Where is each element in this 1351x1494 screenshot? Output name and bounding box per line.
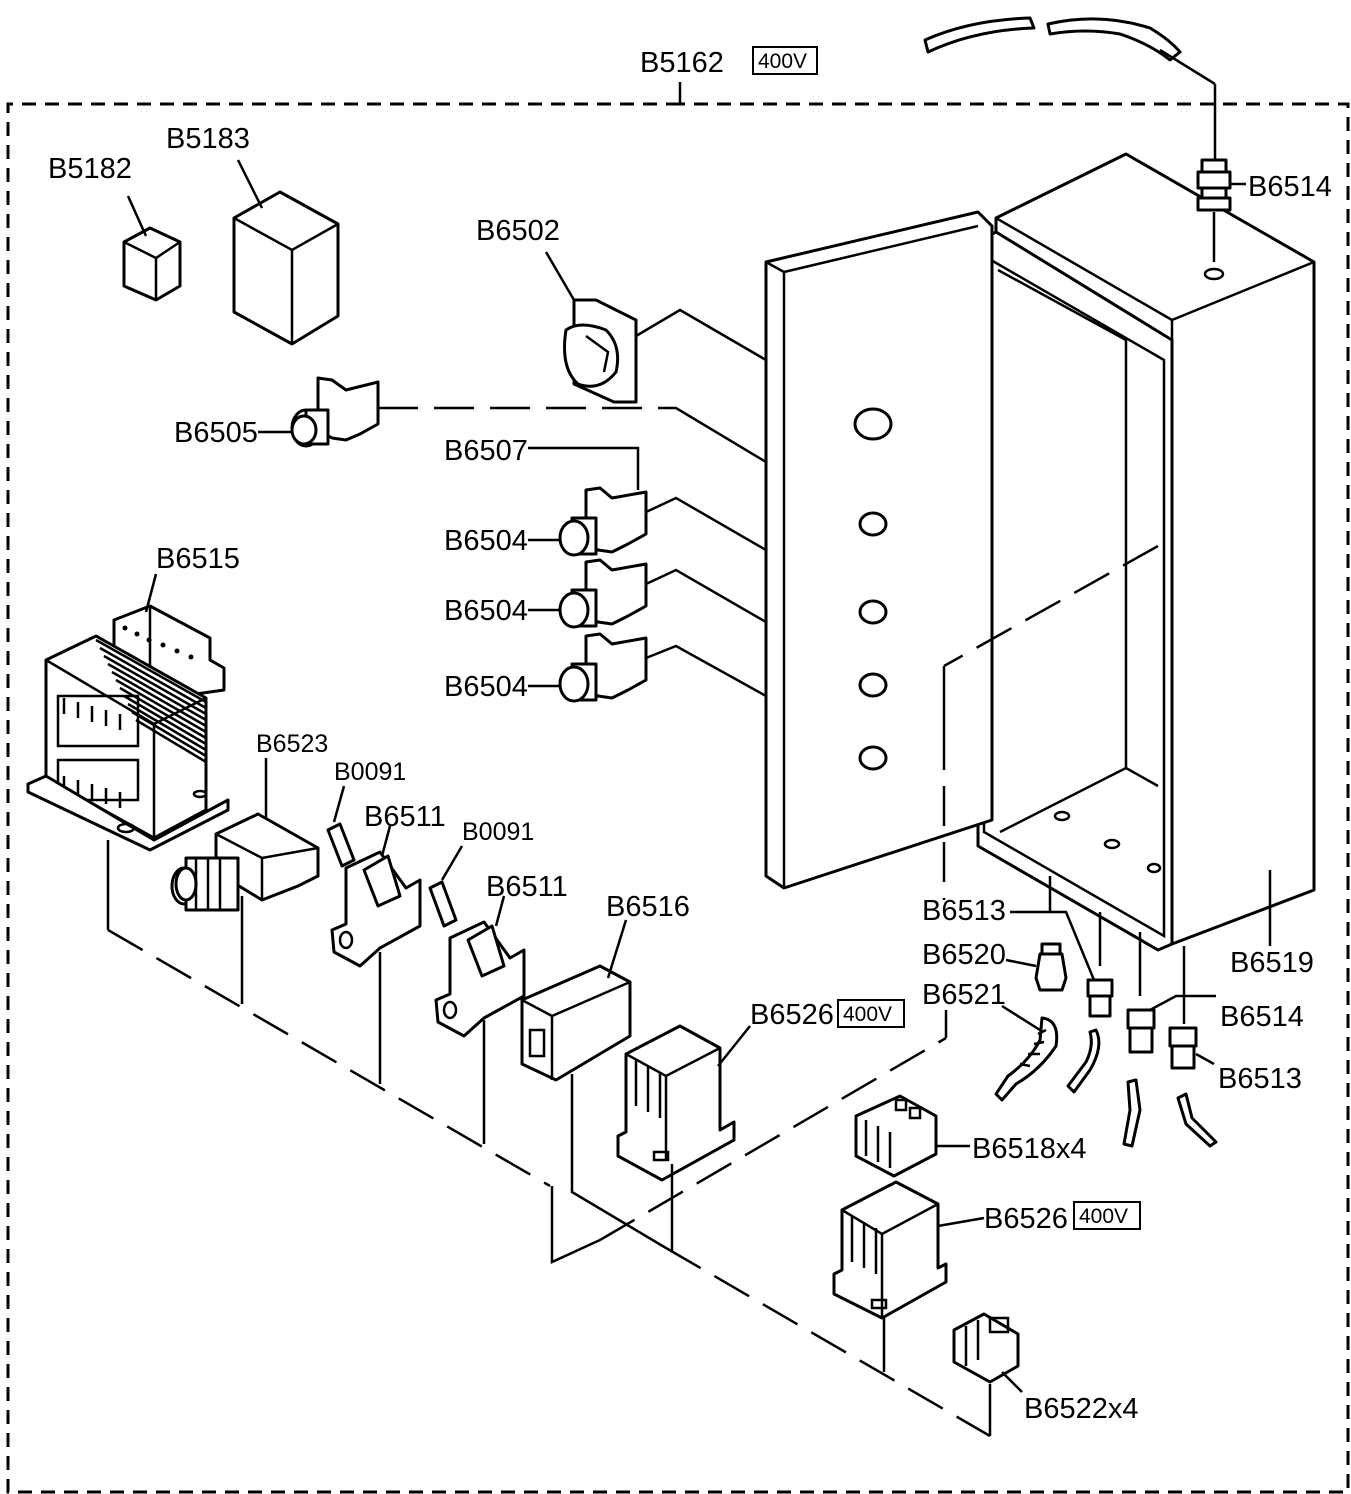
b6520-label: B6520 bbox=[922, 939, 1006, 971]
b6511b-label: B6511 bbox=[486, 871, 568, 903]
b6516-part bbox=[520, 964, 632, 1082]
b6514top-part bbox=[1196, 158, 1232, 262]
b6505-label: B6505 bbox=[174, 417, 258, 449]
b6505-part bbox=[290, 376, 380, 448]
b6507-leader bbox=[528, 446, 640, 490]
b6511a-label: B6511 bbox=[364, 801, 446, 833]
b6526b-part bbox=[832, 1180, 948, 1320]
b6526b-voltage: 400V bbox=[1079, 1205, 1128, 1228]
b6521-part bbox=[994, 1016, 1059, 1102]
b6511b-leader bbox=[494, 895, 506, 927]
b6504b-part bbox=[558, 558, 648, 629]
b6502-connector bbox=[635, 308, 767, 362]
b6504c-connector bbox=[645, 644, 767, 698]
b5183-leader bbox=[236, 159, 264, 209]
b6523-label: B6523 bbox=[256, 730, 328, 758]
b5182-part bbox=[122, 226, 182, 302]
b6520-part bbox=[1034, 942, 1068, 992]
b6519-label: B6519 bbox=[1230, 947, 1314, 979]
b6511b-part bbox=[434, 920, 526, 1038]
b6518-label: B6518x4 bbox=[972, 1133, 1087, 1165]
b6513b-leader bbox=[1195, 1052, 1215, 1066]
b6526a-voltage-box bbox=[837, 999, 905, 1028]
assembly-border bbox=[6, 102, 1350, 1494]
b6516-leader bbox=[606, 919, 628, 979]
b6518-part bbox=[854, 1094, 938, 1178]
b6504a-connector bbox=[645, 496, 767, 552]
b6515-part bbox=[26, 604, 230, 852]
b6514b-part bbox=[1122, 1008, 1156, 1148]
b5183-part bbox=[232, 190, 340, 346]
b6526b-voltage-box bbox=[1073, 1201, 1141, 1230]
b6505-connector-solid bbox=[660, 406, 767, 464]
b5183-label: B5183 bbox=[166, 123, 250, 155]
b6522-label: B6522x4 bbox=[1024, 1393, 1139, 1425]
b0091a-leader bbox=[332, 785, 346, 823]
enclosure-connector bbox=[943, 544, 1159, 668]
b5182-leader bbox=[126, 195, 148, 237]
b6513a-label: B6513 bbox=[922, 895, 1006, 927]
b6504c-label: B6504 bbox=[444, 671, 528, 703]
b6504b-connector bbox=[645, 568, 767, 624]
collection-lines bbox=[106, 840, 992, 1438]
b0091a-part bbox=[326, 822, 356, 868]
b6515-leader bbox=[144, 573, 158, 613]
b5182-label: B5182 bbox=[48, 153, 132, 185]
b6526a-label: B6526 bbox=[750, 999, 834, 1031]
b6526a-part bbox=[616, 1024, 736, 1182]
b6513a-leader bbox=[1010, 910, 1096, 981]
b0091b-leader bbox=[440, 845, 464, 881]
b6516-label: B6516 bbox=[606, 891, 690, 923]
b6520-leader bbox=[1005, 958, 1037, 968]
cable-drawing bbox=[923, 16, 1217, 160]
b6504c-part bbox=[558, 632, 648, 703]
b6515-label: B6515 bbox=[156, 543, 240, 575]
b6526b-leader bbox=[937, 1216, 985, 1228]
b6522-leader bbox=[1001, 1371, 1023, 1393]
assembly-voltage: 400V bbox=[758, 50, 807, 73]
b6513b-part bbox=[1168, 1026, 1218, 1148]
b6514top-label: B6514 bbox=[1248, 171, 1332, 203]
b6526a-voltage: 400V bbox=[843, 1003, 892, 1026]
b0091a-label: B0091 bbox=[334, 758, 406, 786]
b6521-leader bbox=[1001, 1004, 1041, 1032]
b0091b-label: B0091 bbox=[462, 818, 534, 846]
b6513a-part bbox=[1066, 978, 1114, 1094]
b6514b-label: B6514 bbox=[1220, 1001, 1304, 1033]
b6523-part bbox=[170, 812, 320, 912]
assembly-label: B5162 bbox=[640, 47, 724, 79]
b6526a-leader bbox=[717, 1025, 751, 1067]
b6504b-label: B6504 bbox=[444, 595, 528, 627]
b6526b-label: B6526 bbox=[984, 1203, 1068, 1235]
b6502-label: B6502 bbox=[476, 215, 560, 247]
b0091b-part bbox=[428, 880, 458, 928]
b6504a-label: B6504 bbox=[444, 525, 528, 557]
b6507-label: B6507 bbox=[444, 435, 528, 467]
b6513b-label: B6513 bbox=[1218, 1063, 1302, 1095]
b6521-label: B6521 bbox=[922, 979, 1006, 1011]
b6522-part bbox=[952, 1312, 1020, 1384]
b6519-enclosure bbox=[764, 152, 1316, 952]
assembly-voltage-box bbox=[752, 46, 818, 75]
b6511a-leader bbox=[380, 825, 392, 857]
b6504a-part bbox=[558, 486, 648, 557]
gland-lines bbox=[1048, 876, 1186, 1024]
b6514b-leader bbox=[1149, 994, 1216, 1012]
b6502-leader bbox=[544, 251, 576, 301]
b6502-part bbox=[563, 298, 638, 404]
b6511a-part bbox=[330, 850, 422, 968]
